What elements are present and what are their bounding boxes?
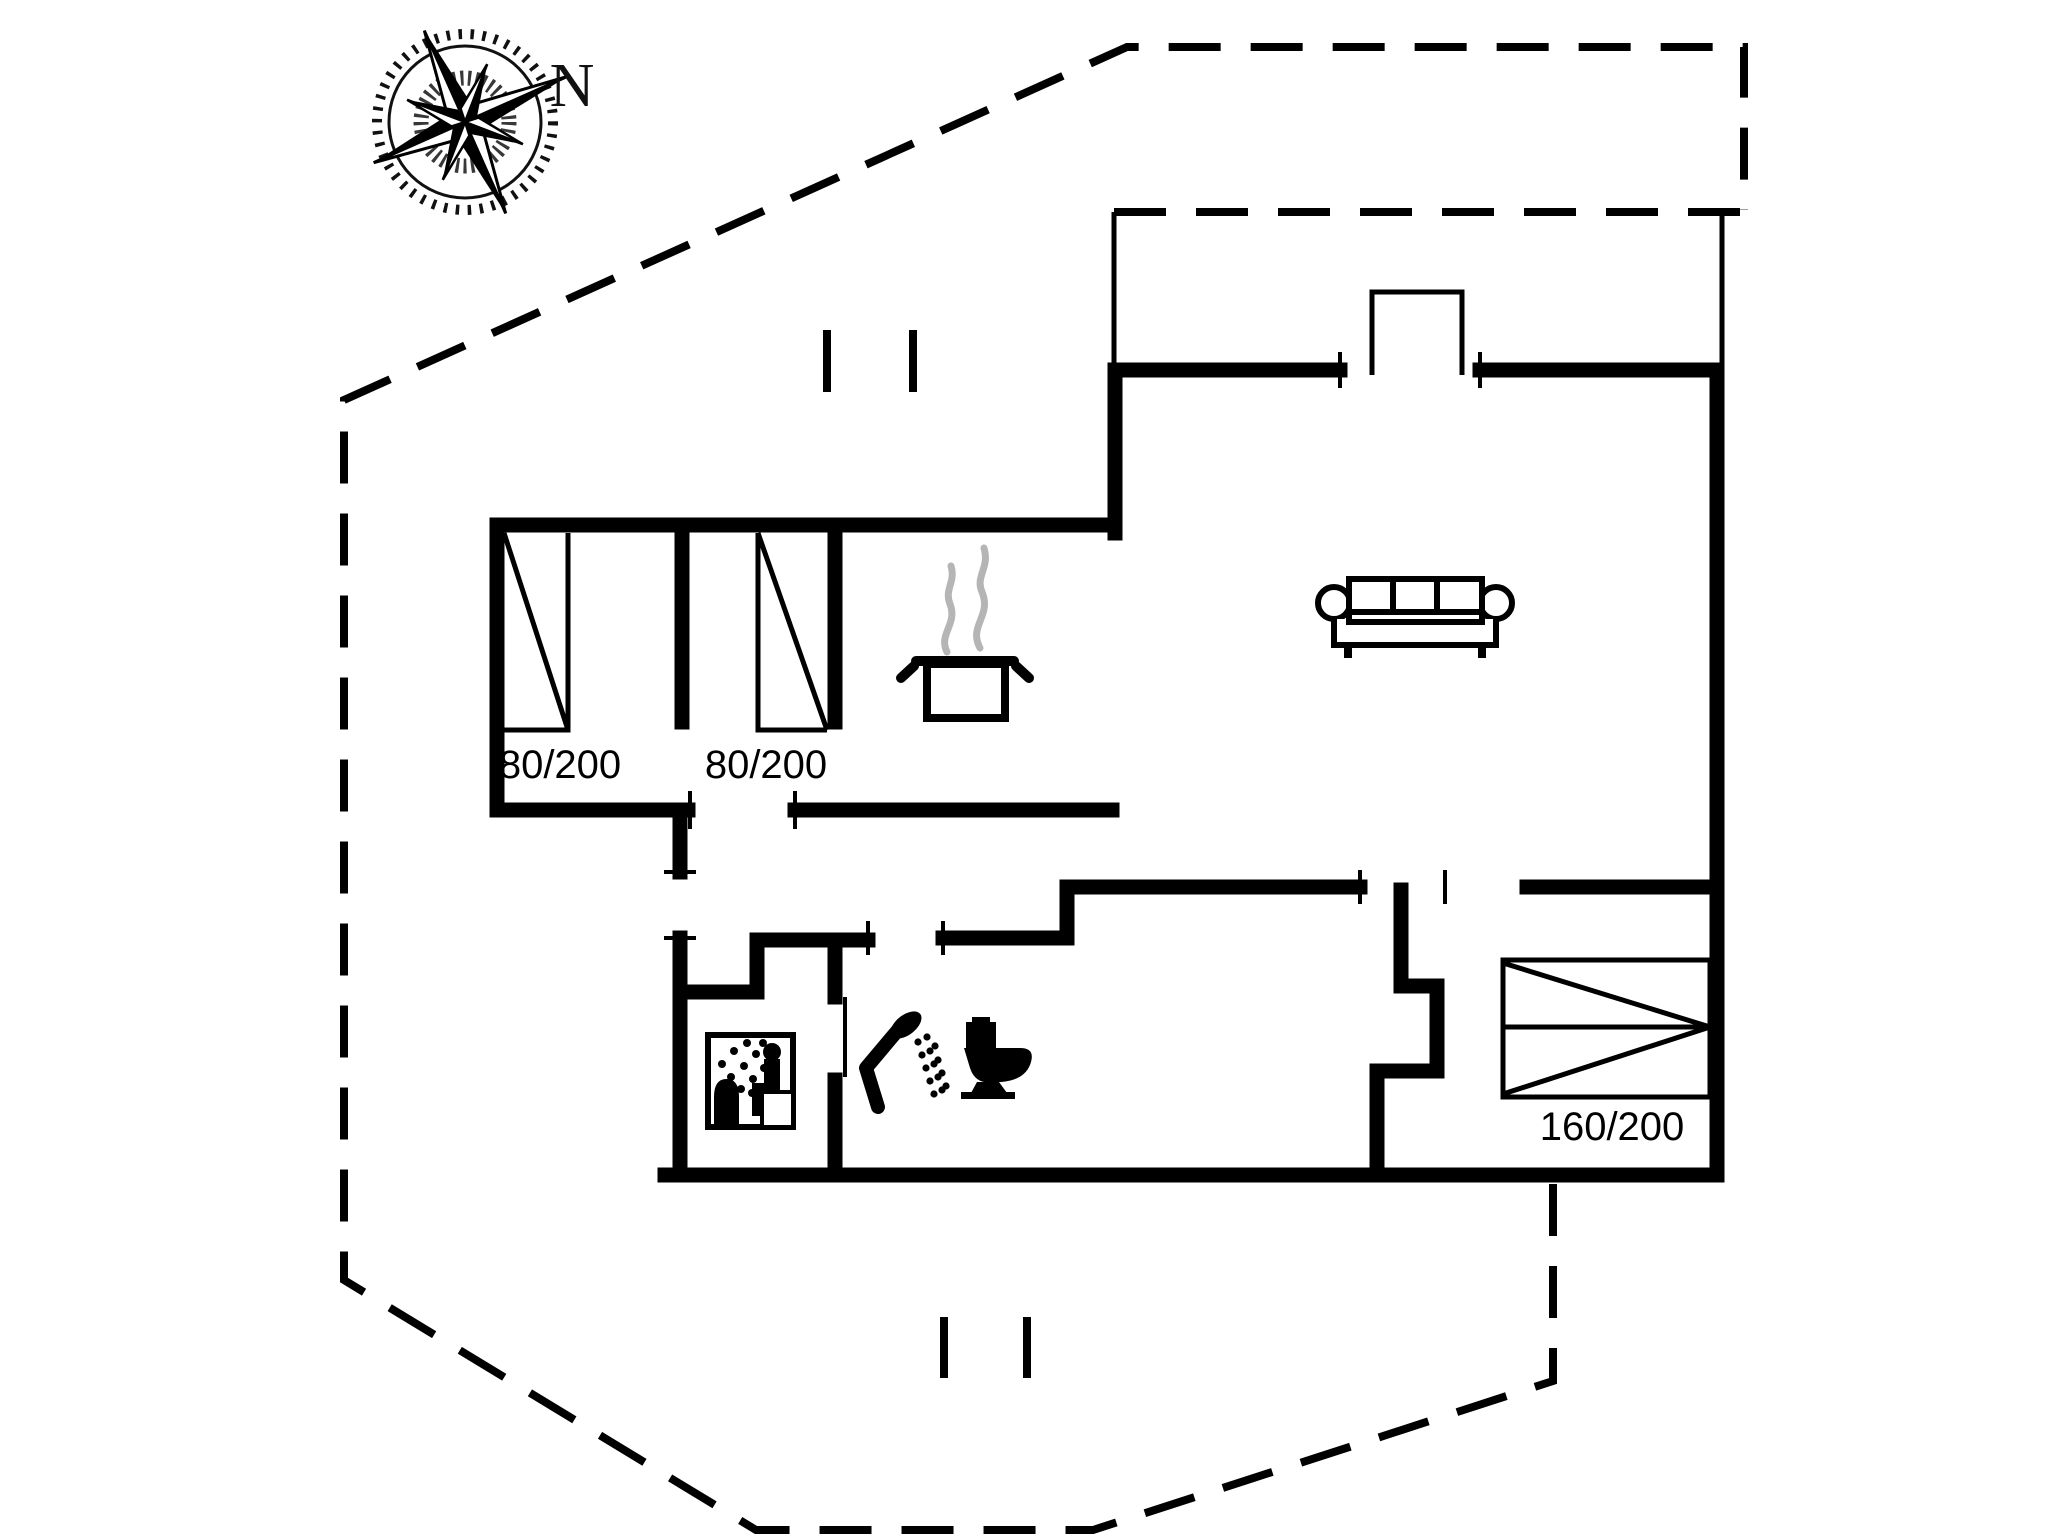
compass-star [373,30,568,214]
sauna-person [752,1043,781,1116]
bed2-size-label: 80/200 [705,743,827,787]
double-bed-symbol [1500,957,1713,1100]
entrance-porch-outline [1369,289,1465,375]
sauna-icon [705,1032,796,1130]
steps-marker-top [823,330,917,392]
double-bed-size-label: 160/200 [1540,1105,1685,1149]
house-walls [489,362,1725,1183]
shower-icon [859,1011,950,1114]
north-label: N [550,52,595,120]
single-bed-symbol-2 [755,532,830,733]
single-bed-symbol-1 [501,532,571,733]
terrace-edges [1111,212,1725,365]
steps-marker-bottom [940,1317,1031,1378]
compass-rose-icon [372,29,568,215]
shower-spray-dots [914,1033,950,1098]
toilet-icon [961,1017,1032,1099]
door-openings [664,352,1482,1077]
steam-icon [941,544,989,656]
steaming-pot-icon [896,544,1034,722]
bed1-size-label: 80/200 [499,743,621,787]
sofa-icon [1315,576,1515,658]
property-boundary-dashed [340,43,1748,1534]
